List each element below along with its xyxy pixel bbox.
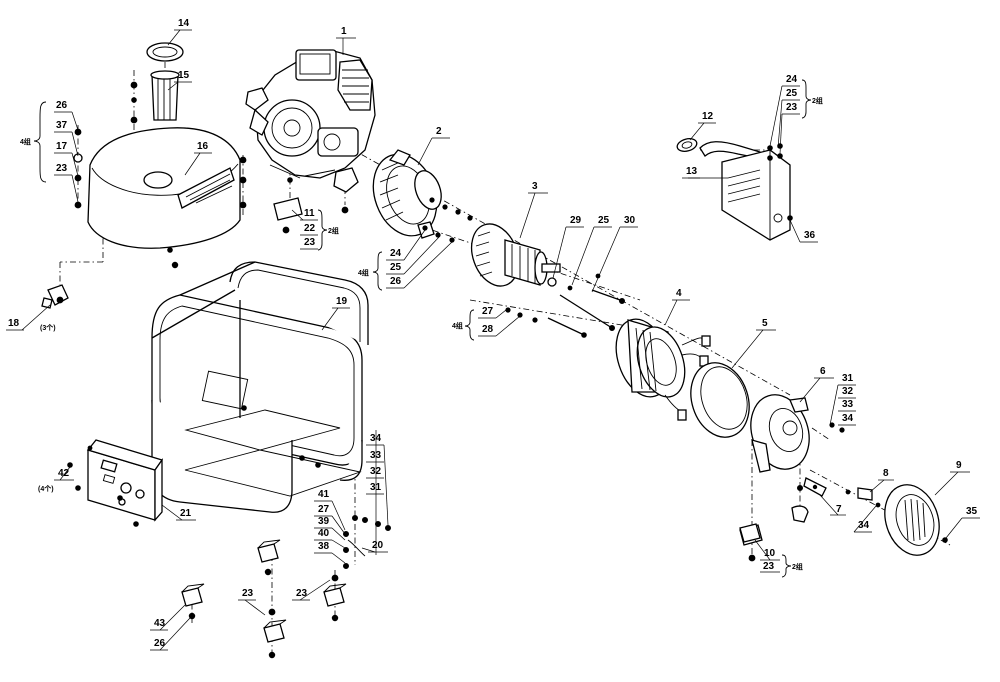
label-part-1: 1 <box>341 26 347 37</box>
note-qty-rotor: 4组 <box>452 321 463 330</box>
label-part-35: 35 <box>966 506 978 517</box>
label-part-7: 7 <box>836 504 842 515</box>
note-qty-adapter: 4组 <box>358 268 369 277</box>
label-part-39: 39 <box>318 516 330 527</box>
engine-assembly <box>245 49 376 193</box>
frame <box>151 261 369 513</box>
label-part-5: 5 <box>762 318 768 329</box>
label-part-24-muffler: 24 <box>786 74 798 85</box>
label-part-25-adapter: 25 <box>390 262 402 273</box>
quantity-notes: 4组 4组 4组 2组 2组 2组 (3个) (4个) <box>20 96 823 571</box>
label-part-23-tank: 23 <box>56 163 68 174</box>
part-number-labels: 1 2 3 4 5 6 7 8 9 10 11 12 13 14 15 16 1… <box>8 18 978 649</box>
fuel-tank-assembly <box>73 42 247 269</box>
leader-lines <box>6 29 980 651</box>
note-qty-rear: 2组 <box>792 562 803 571</box>
label-part-26-adapter: 26 <box>390 276 402 287</box>
front-mount <box>273 177 349 234</box>
label-part-33-cover: 33 <box>842 399 854 410</box>
rotor <box>470 223 561 287</box>
label-part-10: 10 <box>764 548 776 559</box>
note-qty-valve: (3个) <box>40 323 56 332</box>
label-part-14: 14 <box>178 18 190 29</box>
control-panel <box>67 439 164 527</box>
label-part-23-rear: 23 <box>763 561 775 572</box>
label-part-11: 11 <box>304 208 315 219</box>
label-part-23-foot-b: 23 <box>296 588 308 599</box>
label-part-13: 13 <box>686 166 698 177</box>
label-part-16: 16 <box>197 141 209 152</box>
label-part-17: 17 <box>56 141 68 152</box>
fuel-valve <box>41 284 69 309</box>
label-part-34-cover: 34 <box>842 413 854 424</box>
label-part-20: 20 <box>372 540 384 551</box>
end-cover <box>750 394 810 473</box>
label-part-29: 29 <box>570 215 582 226</box>
label-part-26-foot: 26 <box>154 638 166 649</box>
label-part-33-frame: 33 <box>370 450 382 461</box>
brush-bracket <box>803 477 881 508</box>
note-qty-tank: 4组 <box>20 137 31 146</box>
adapter-housing <box>372 149 442 239</box>
label-part-34-frame: 34 <box>370 433 382 444</box>
label-part-40: 40 <box>318 528 330 539</box>
label-part-34-rear: 34 <box>858 520 870 531</box>
label-part-26-tank: 26 <box>56 100 68 111</box>
label-part-43: 43 <box>154 618 166 629</box>
stator <box>615 318 711 421</box>
label-part-42: 42 <box>58 468 70 479</box>
label-part-22: 22 <box>304 223 316 234</box>
label-part-6: 6 <box>820 366 826 377</box>
rear-cover <box>884 484 948 556</box>
label-part-36: 36 <box>804 230 816 241</box>
through-bolt-set <box>547 273 626 331</box>
label-part-30: 30 <box>624 215 636 226</box>
label-part-23-muffler: 23 <box>786 102 798 113</box>
ground-wire <box>342 515 391 570</box>
label-part-32-cover: 32 <box>842 386 854 397</box>
label-part-28: 28 <box>482 324 494 335</box>
label-part-3: 3 <box>532 181 538 192</box>
label-part-12: 12 <box>702 111 714 122</box>
label-part-31-cover: 31 <box>842 373 854 384</box>
label-part-18: 18 <box>8 318 20 329</box>
label-part-24-adapter: 24 <box>390 248 402 259</box>
label-part-27-rotor: 27 <box>482 306 494 317</box>
label-part-41: 41 <box>318 489 330 500</box>
label-part-21: 21 <box>180 508 192 519</box>
label-part-37: 37 <box>56 120 68 131</box>
fasteners <box>422 197 845 433</box>
label-part-27-frame: 27 <box>318 504 330 515</box>
note-qty-mount: 2组 <box>328 226 339 235</box>
label-part-32-frame: 32 <box>370 466 382 477</box>
label-part-23-foot-a: 23 <box>242 588 254 599</box>
label-part-23-mount: 23 <box>304 237 316 248</box>
muffler-assembly <box>676 138 793 241</box>
note-qty-muffler: 2组 <box>812 96 823 105</box>
label-part-9: 9 <box>956 460 962 471</box>
label-part-15: 15 <box>178 70 190 81</box>
rubber-feet <box>181 523 761 659</box>
label-part-4: 4 <box>676 288 682 299</box>
label-part-25-muffler: 25 <box>786 88 798 99</box>
grouping-braces <box>33 79 812 578</box>
label-part-38: 38 <box>318 541 330 552</box>
note-qty-panel: (4个) <box>38 484 54 493</box>
stator-band <box>690 362 750 438</box>
label-part-19: 19 <box>336 296 348 307</box>
label-part-8: 8 <box>883 468 889 479</box>
label-part-25-rotor: 25 <box>598 215 610 226</box>
label-part-2: 2 <box>436 126 442 137</box>
label-part-31-frame: 31 <box>370 482 382 493</box>
